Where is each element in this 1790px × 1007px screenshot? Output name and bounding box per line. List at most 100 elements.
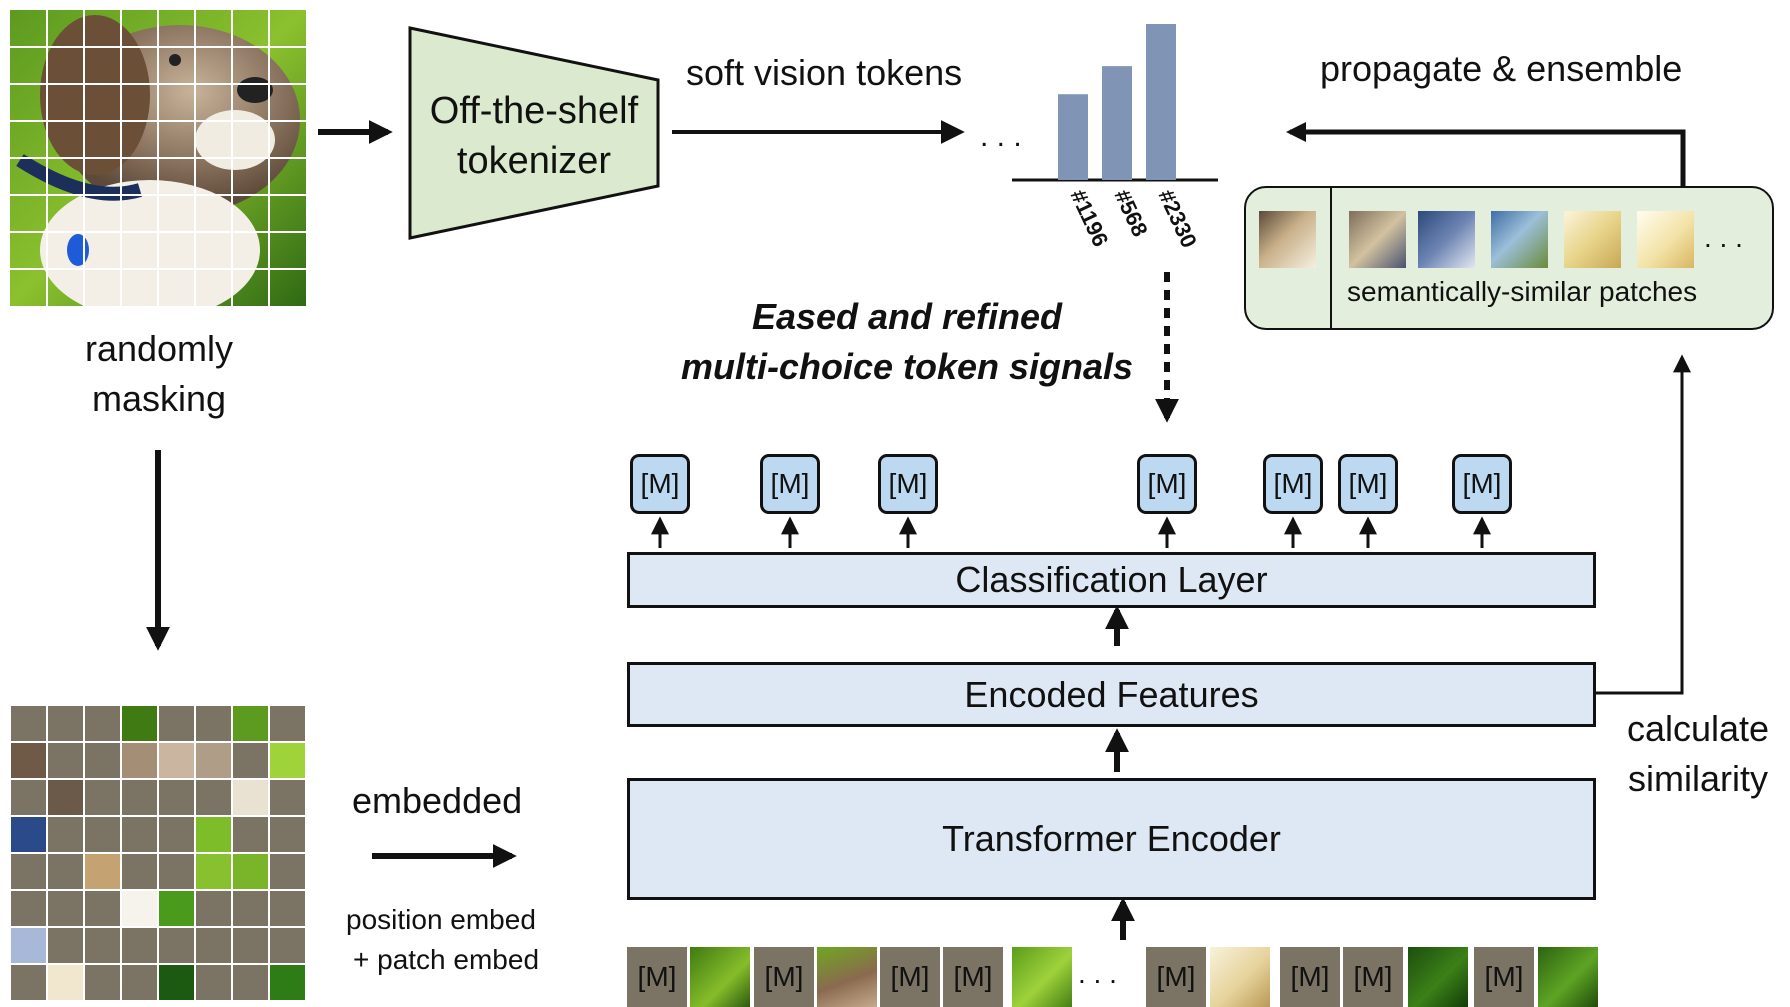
masked-patch [231,963,270,1002]
masked-patch [231,889,270,928]
visible-patch [157,963,196,1002]
sequence-mask-token: [M] [627,947,687,1007]
sequence-mask-token: [M] [1146,947,1206,1007]
arrow-calculate-similarity [1596,354,1691,695]
bar-2330 [1146,24,1176,180]
masked-patch [157,926,196,965]
masked-patch [83,778,122,817]
similar-patches-label: semantically-similar patches [1347,276,1698,307]
masked-patch [9,852,48,891]
visible-patch [9,815,48,854]
masked-patch [268,926,307,965]
similar-patches-ellipsis: . . . [1704,222,1743,253]
prediction-token: [M] [760,454,820,514]
visible-patch [120,741,159,780]
tokenizer-label: Off-the-shelf tokenizer [429,90,639,182]
similar-panel-divider [1330,187,1332,329]
embedded-label: embedded [352,780,523,821]
masked-patch [83,889,122,928]
sequence-mask-token: [M] [1474,947,1534,1007]
sequence-patch [1210,947,1270,1007]
sequence-patch [1408,947,1468,1007]
bar-ellipsis: . . . [980,120,1022,153]
masked-patch [46,852,85,891]
similar-patch-2 [1418,211,1475,268]
soft-vision-tokens-label: soft vision tokens [686,52,963,93]
masked-patch [231,815,270,854]
tokenizer-shape [408,26,660,240]
visible-patch [120,889,159,928]
visible-patch [268,741,307,780]
masked-patch [268,852,307,891]
sequence-mask-token: [M] [754,947,814,1007]
masked-patch [268,704,307,743]
masked-patch [9,963,48,1002]
masked-patch [194,704,233,743]
masked-patch [46,815,85,854]
masked-patch [268,889,307,928]
visible-patch [9,741,48,780]
prediction-token: [M] [630,454,690,514]
visible-patch [46,778,85,817]
masked-patch [268,778,307,817]
masked-patch [83,815,122,854]
classification-layer: Classification Layer [627,552,1596,608]
masked-patch [120,852,159,891]
masked-image [9,704,307,1002]
sequence-mask-token: [M] [880,947,940,1007]
bar-1196 [1058,94,1088,180]
query-patch [1259,211,1316,268]
masked-patch [120,815,159,854]
similar-patch-4 [1564,211,1621,268]
masked-patch [231,741,270,780]
masked-patch [83,963,122,1002]
visible-patch [268,963,307,1002]
bar-label: #568 [1109,186,1152,241]
sequence-patch [1538,947,1598,1007]
similar-patch-5 [1637,211,1694,268]
propagate-ensemble-label: propagate & ensemble [1320,48,1683,89]
masked-patch [194,889,233,928]
masked-patch [157,852,196,891]
masked-patch [83,741,122,780]
visible-patch [231,778,270,817]
masked-patch [120,778,159,817]
similar-patch-3 [1491,211,1548,268]
visible-patch [194,815,233,854]
token-bar-chart: #1196#568#2330 [1012,24,1218,252]
bar-label: #1196 [1065,186,1113,251]
masked-patch [157,704,196,743]
visible-patch [157,741,196,780]
visible-patch [120,704,159,743]
masked-patch [120,963,159,1002]
position-embed-label: position embed [346,904,536,935]
prediction-token: [M] [1137,454,1197,514]
masked-patch [231,926,270,965]
sequence-patch [690,947,750,1007]
sequence-patch [1012,947,1072,1007]
sequence-mask-token: [M] [1343,947,1403,1007]
masked-patch [157,778,196,817]
masked-patch [46,704,85,743]
masked-patch [120,926,159,965]
masked-patch [46,926,85,965]
masked-patch [9,704,48,743]
bar-label: #2330 [1153,186,1202,252]
visible-patch [231,704,270,743]
original-image-grid [10,10,306,306]
masked-patch [83,926,122,965]
masked-patch [268,815,307,854]
prediction-token: [M] [1338,454,1398,514]
arrow-propagate [1286,122,1686,188]
visible-patch [83,852,122,891]
prediction-token: [M] [1263,454,1323,514]
masked-patch [157,815,196,854]
sequence-ellipsis: . . . [1078,958,1117,989]
calculate-similarity-label: calculate similarity [1626,708,1770,799]
visible-patch [157,889,196,928]
token-signals-label: Eased and refined multi-choice token sig… [680,296,1134,387]
masked-patch [194,963,233,1002]
masked-patch [83,704,122,743]
masked-patch [46,741,85,780]
prediction-token: [M] [878,454,938,514]
